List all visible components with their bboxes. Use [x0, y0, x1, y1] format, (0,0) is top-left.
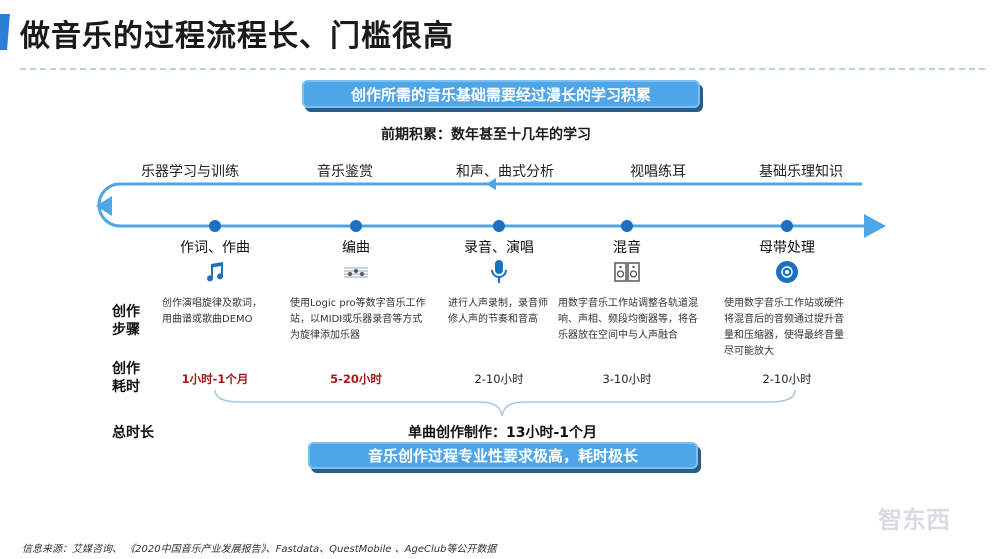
top-label: 视唱练耳 [630, 164, 686, 180]
source-note: 信息来源：艾媒咨询、 《2020中国音乐产业发展报告》、Fastdata、Que… [22, 544, 497, 555]
timeline [96, 178, 886, 238]
step-label: 母带处理 [759, 240, 815, 256]
step-description: 用数字音乐工作站调整各轨道混响、声相、频段均衡器等，将各乐器放在空间中与人声融合 [558, 298, 698, 341]
row-label-total: 总时长 [112, 425, 154, 441]
row-label-line: 步骤 [112, 322, 140, 338]
disc-icon [773, 258, 801, 286]
arrow-left-icon [486, 178, 496, 190]
step-label: 编曲 [342, 240, 370, 256]
total-bracket [214, 389, 796, 417]
timeline-dot [781, 220, 793, 232]
music-note-icon [201, 258, 229, 286]
row-label-line: 耗时 [112, 379, 140, 395]
top-label: 音乐鉴赏 [317, 164, 373, 180]
timeline-dot [493, 220, 505, 232]
timeline-dot [350, 220, 362, 232]
timeline-dot [209, 220, 221, 232]
watermark: 智东西 [878, 506, 950, 534]
microphone-icon [485, 258, 513, 286]
step-label: 作词、作曲 [180, 240, 250, 256]
total-duration: 单曲创作制作：13小时-1个月 [408, 425, 598, 441]
step-description: 使用数字音乐工作站或硬件将混音后的音频通过提升音量和压缩器，使得最终音量尽可能放… [724, 298, 844, 357]
arrow-right-icon [864, 214, 886, 238]
bottom-banner: 音乐创作过程专业性要求极高，耗时极长 [308, 442, 698, 469]
row-label-steps: 创作步骤 [112, 303, 140, 339]
row-label-line: 创作 [112, 304, 140, 320]
step-description: 创作演唱旋律及歌词，用曲谱或歌曲DEMO [162, 298, 262, 325]
timeline-dot [621, 220, 633, 232]
step-duration: 1小时-1个月 [181, 372, 249, 386]
speaker-icon [613, 258, 641, 286]
step-duration: 5-20小时 [330, 372, 382, 386]
step-description: 进行人声录制，录音师修人声的节奏和音高 [448, 298, 548, 325]
top-label: 和声、曲式分析 [456, 164, 554, 180]
step-duration: 2-10小时 [474, 372, 524, 386]
step-description: 使用Logic pro等数字音乐工作站，以MIDI或乐器录音等方式为旋律添加乐器 [290, 298, 426, 341]
title-accent-mark [0, 14, 10, 50]
timeline-track [97, 182, 868, 228]
row-label-line: 创作 [112, 361, 140, 377]
page-title: 做音乐的过程流程长、门槛很高 [20, 19, 454, 54]
title-divider [20, 68, 985, 70]
top-banner: 创作所需的音乐基础需要经过漫长的学习积累 [302, 80, 700, 108]
sheet-music-icon [342, 258, 370, 286]
step-label: 混音 [613, 240, 641, 256]
step-duration: 2-10小时 [762, 372, 812, 386]
subtitle: 前期积累：数年甚至十几年的学习 [381, 127, 591, 143]
step-duration: 3-10小时 [602, 372, 652, 386]
step-label: 录音、演唱 [464, 240, 534, 256]
top-label: 基础乐理知识 [759, 164, 843, 180]
arrow-left-icon [96, 196, 112, 216]
row-label-time: 创作耗时 [112, 360, 140, 396]
top-label: 乐器学习与训练 [141, 164, 239, 180]
